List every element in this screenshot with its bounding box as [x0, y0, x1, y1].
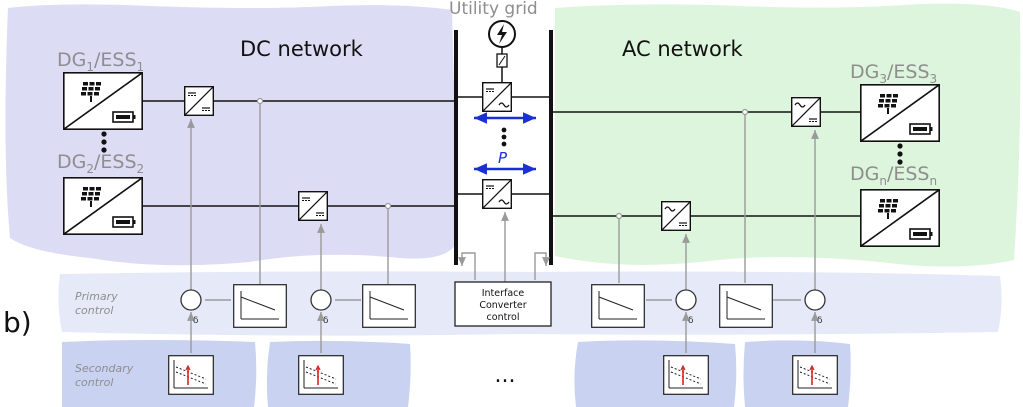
- breaker-mark: [498, 55, 506, 66]
- secondary-control-band-3: [574, 340, 737, 407]
- source-label-dg1: DG1/ESS1: [57, 49, 144, 74]
- dg2-ess2-unit: [63, 177, 143, 235]
- droop-controller-3: [591, 284, 645, 328]
- interface-converter-control-box: [454, 281, 552, 327]
- secondary-controller-1: [168, 355, 214, 395]
- dc-dc-converter-1: [184, 86, 214, 116]
- secondary-controller-4: [792, 355, 838, 395]
- secondary-controller-2: [298, 355, 344, 395]
- secondary-controller-3: [663, 355, 709, 395]
- delta-label-2: δ: [323, 316, 329, 326]
- droop-controller-2: [362, 284, 416, 328]
- utility-grid-label: Utility grid: [449, 0, 538, 19]
- summing-junctions: [180, 289, 826, 311]
- control-wiring: [187, 104, 819, 353]
- measurement-taps: [256, 97, 749, 220]
- primary-control-label-1: Primary: [75, 290, 118, 303]
- icc-line3: control: [487, 312, 520, 323]
- droop-controller-1: [233, 284, 287, 328]
- secondary-control-label-2: control: [75, 376, 113, 389]
- ac-network-title: AC network: [622, 37, 743, 61]
- power-flow-label: P: [498, 149, 508, 167]
- source-label-dg3: DG3/ESS3: [850, 61, 937, 86]
- figure-label: b): [3, 306, 32, 339]
- source-label-dg2: DG2/ESS2: [57, 151, 144, 176]
- icc-line2: Converter: [479, 300, 526, 311]
- delta-label-3: δ: [688, 316, 694, 326]
- interface-converter-ellipsis: [501, 127, 507, 147]
- dg3-ess3-unit: [860, 84, 940, 142]
- ac-dc-converter-1: [791, 97, 821, 127]
- delta-label-4: δ: [817, 316, 823, 326]
- dgn-essn-unit: [860, 189, 940, 247]
- dc-source-ellipsis: [101, 131, 107, 153]
- interface-converter-2: [482, 179, 512, 209]
- delta-labels: δ δ δ δ: [193, 316, 823, 326]
- delta-label-1: δ: [193, 316, 199, 326]
- ac-source-ellipsis: [897, 143, 903, 165]
- dc-network-title: DC network: [240, 37, 364, 61]
- dc-dc-converter-2: [298, 191, 328, 221]
- droop-controller-4: [719, 284, 773, 328]
- secondary-ellipsis: ...: [495, 363, 516, 388]
- secondary-control-label-1: Secondary: [75, 362, 134, 375]
- primary-control-label-2: control: [75, 304, 113, 317]
- dg1-ess1-unit: [63, 72, 143, 130]
- ac-dc-converter-2: [661, 201, 691, 231]
- source-label-dgn: DGn/ESSn: [850, 163, 937, 188]
- interface-converter-1: [482, 82, 512, 112]
- icc-line1: Interface: [482, 288, 525, 299]
- lightning-icon: [497, 24, 507, 44]
